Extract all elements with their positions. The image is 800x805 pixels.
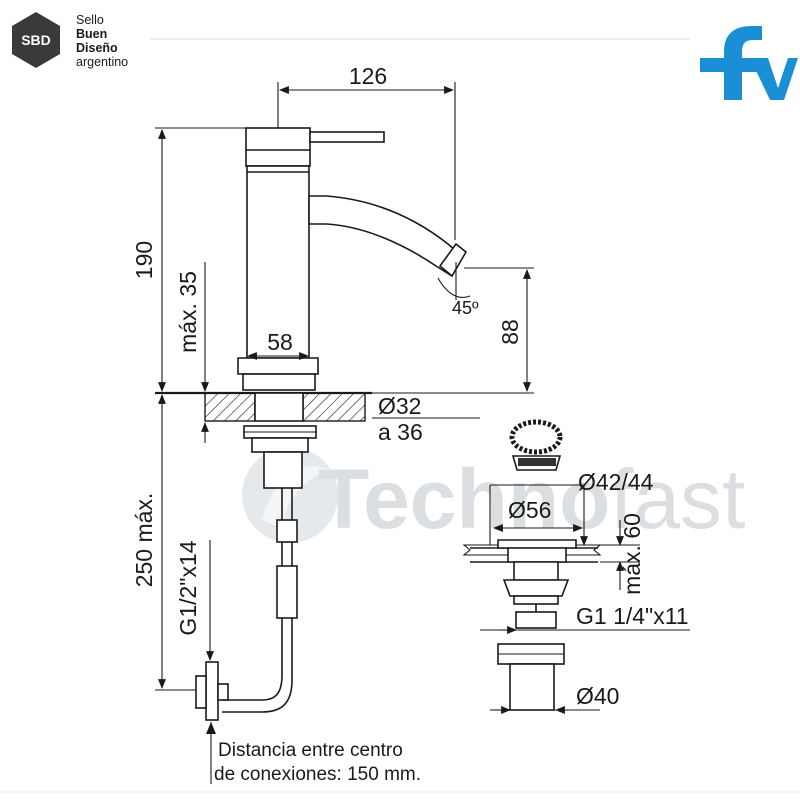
seal-line4: argentino [76,55,128,69]
seal-line1: Sello [76,13,104,27]
dim-diam-32: Ø32 [378,393,421,419]
seal-badge: SBD [21,32,51,48]
fv-logo: fv [0,0,798,100]
watermark: Techno fast [242,447,745,546]
hexagon-icon [12,12,60,68]
fv-logo-text: fv [0,0,12,4]
drain-dimensions [480,484,690,714]
dim-max-35: máx. 35 [175,271,201,353]
dim-diam-56: Ø56 [508,497,551,523]
dim-diam-42-44: Ø42/44 [578,469,654,495]
dim-max-60: máx. 60 [619,513,645,595]
note-line2: de conexiones: 150 mm. [214,764,421,785]
dim-126: 126 [349,63,387,89]
dim-to-36: a 36 [378,419,423,445]
sbd-seal: SBD Sello Buen Diseño argentino [12,12,128,69]
dim-thread-g114: G1 1/4"x11 [576,603,689,629]
dim-45: 45º [452,298,479,318]
dim-58: 58 [267,329,293,355]
dim-88: 88 [497,319,523,345]
countertop [155,391,372,489]
dim-thread-g12: G1/2"x14 [175,540,201,635]
seal-line2: Buen [76,27,107,41]
note-line1: Distancia entre centro [218,740,403,761]
dimension-lines [155,82,534,784]
drain-valve [462,419,602,711]
faucet [237,127,468,391]
flexible-hose [195,488,298,721]
dim-diam-40: Ø40 [576,683,619,709]
watermark-part1: Techno [318,452,610,546]
watermark-part2: fast [610,452,745,546]
dim-max-250: 250 máx. [131,493,157,588]
dim-190: 190 [131,241,157,279]
seal-line3: Diseño [76,41,118,55]
